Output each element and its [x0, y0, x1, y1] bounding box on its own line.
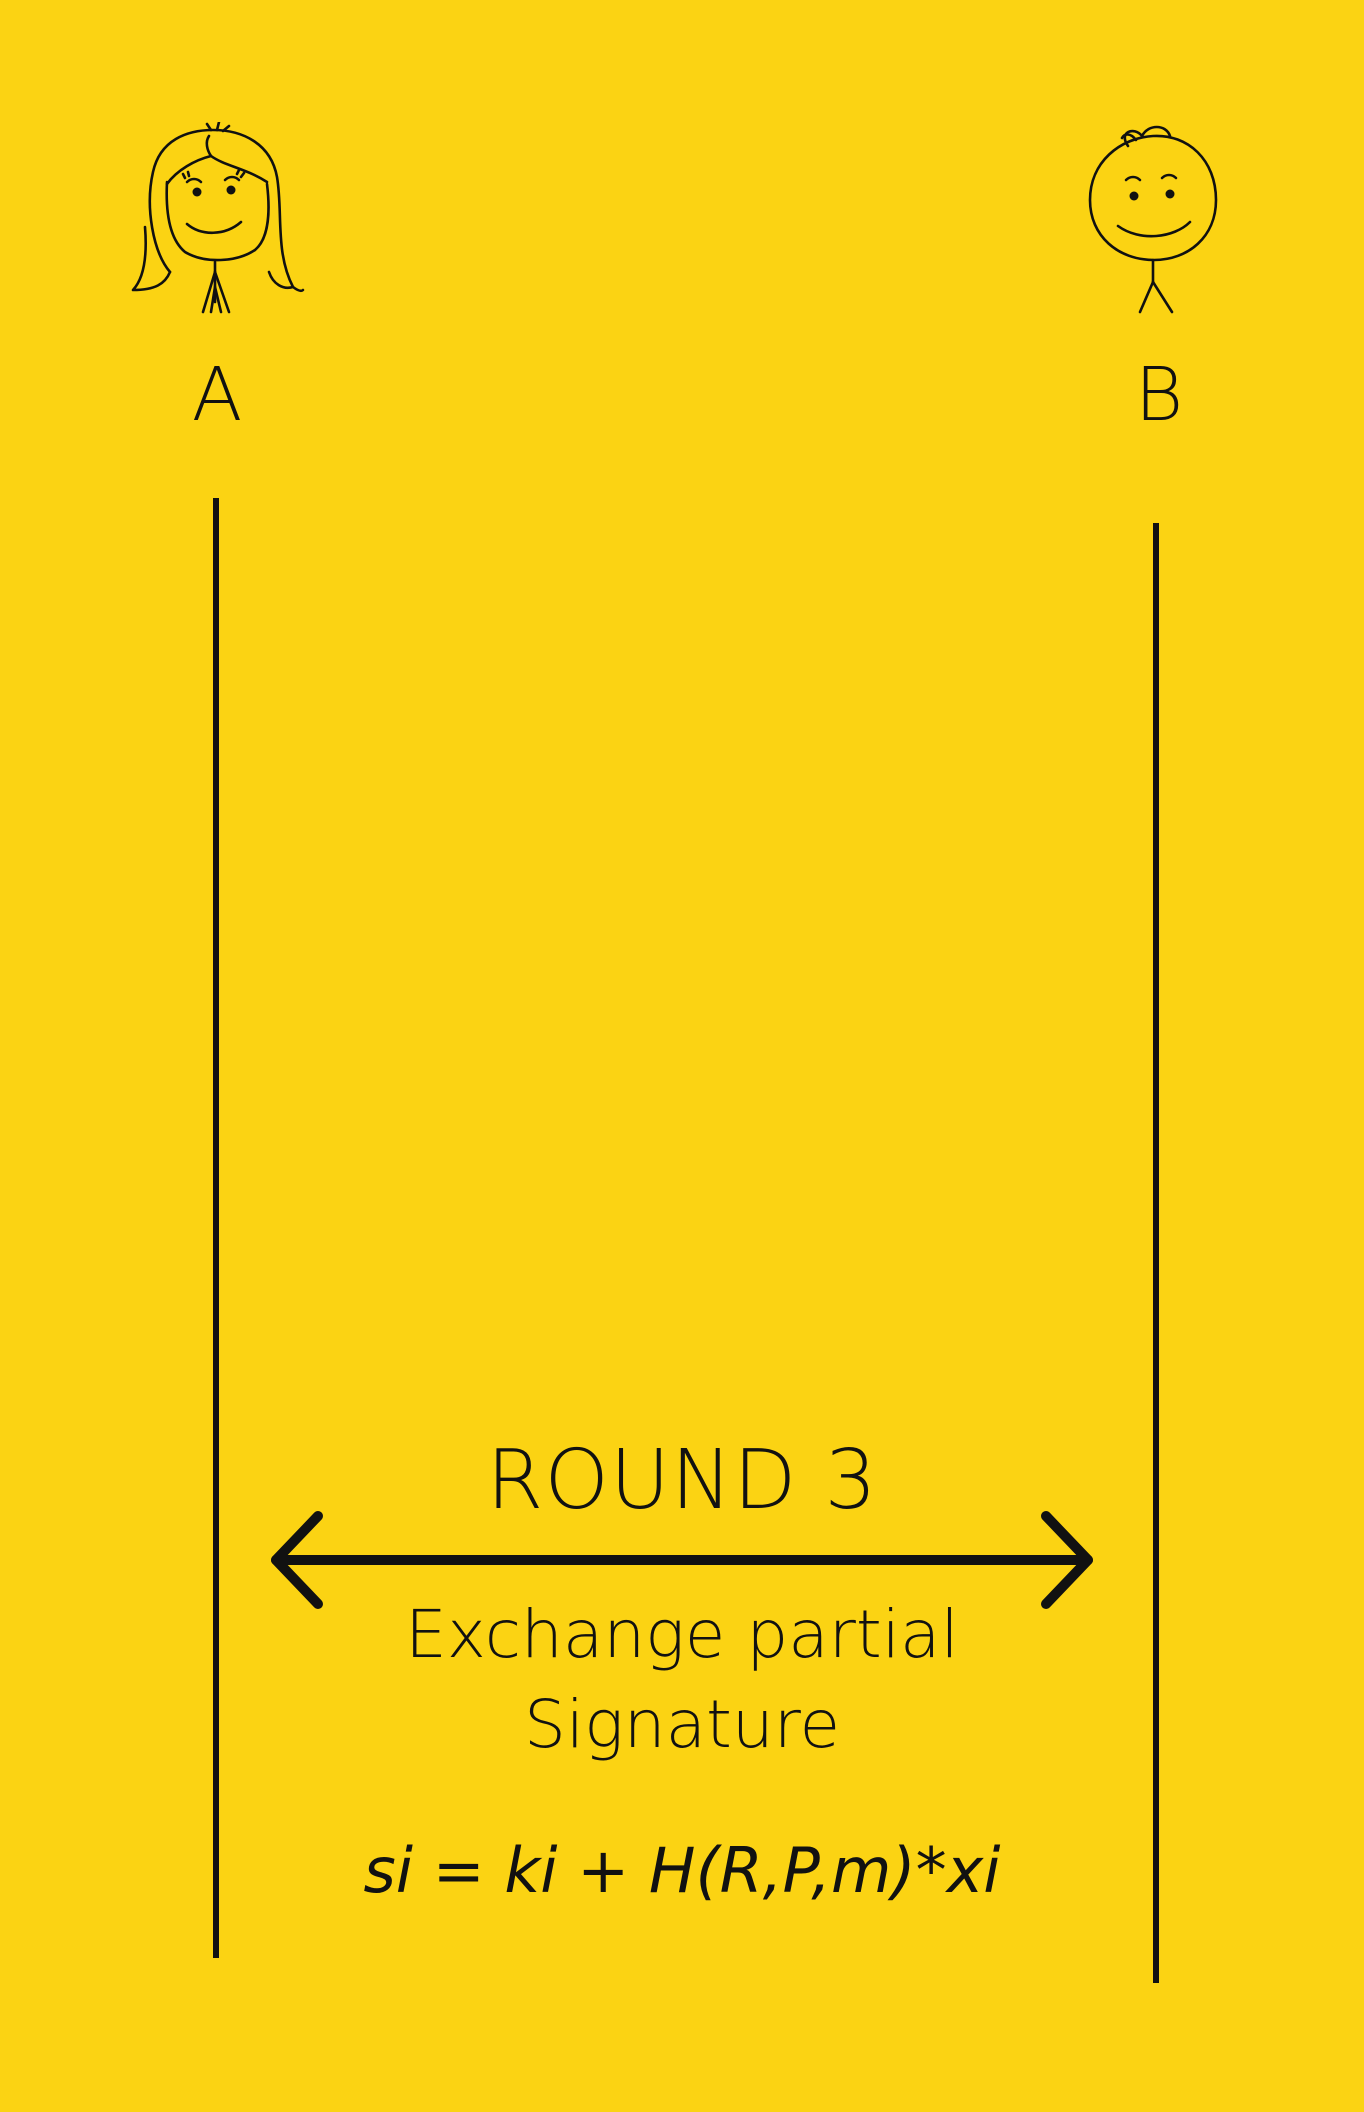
round-title: ROUND 3	[486, 1433, 878, 1528]
round-description: Exchange partial Signature	[332, 1590, 1032, 1770]
partial-signature-formula: si = ki + H(R,P,m)*xi	[363, 1834, 1001, 1907]
round-description-line-2: Signature	[523, 1686, 841, 1763]
girl-figure-icon	[131, 122, 305, 314]
party-a-label: A	[191, 352, 243, 438]
party-b-label: B	[1134, 352, 1184, 438]
boy-figure-icon	[1088, 125, 1218, 314]
round-description-line-1: Exchange partial	[405, 1596, 959, 1673]
party-a-lifeline	[213, 498, 219, 1958]
party-b-lifeline	[1153, 523, 1159, 1983]
double-headed-arrow-icon	[271, 1511, 1093, 1609]
